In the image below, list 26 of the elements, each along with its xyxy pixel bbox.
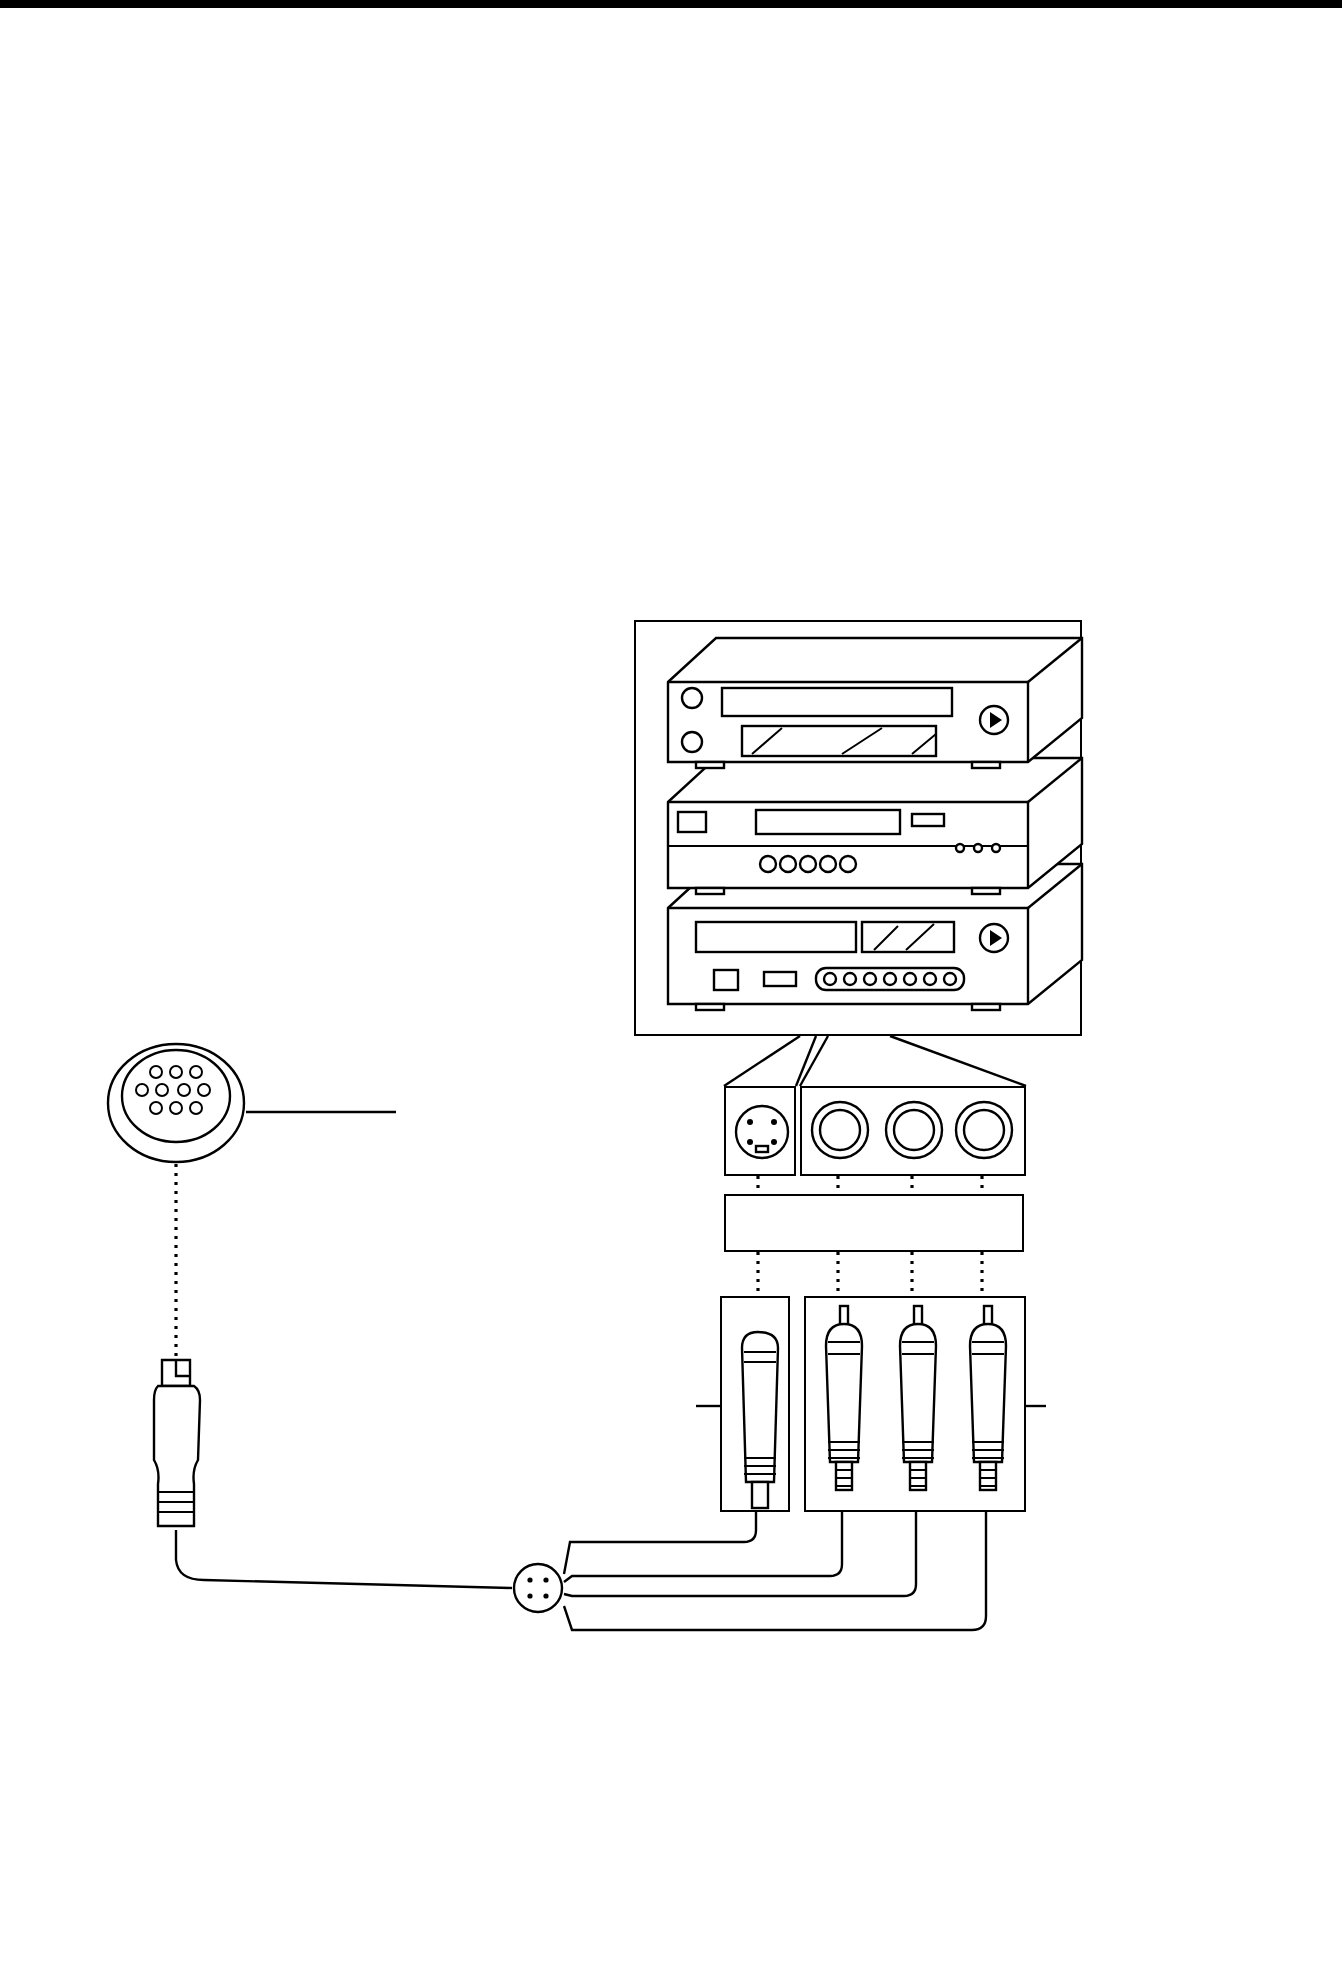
equipment-frame bbox=[634, 620, 1082, 1036]
dotted-guide-line bbox=[174, 1164, 178, 1358]
dotted-guide-line bbox=[836, 1252, 840, 1296]
av-plug bbox=[152, 1358, 204, 1530]
dotted-guide-line bbox=[910, 1252, 914, 1296]
cable bbox=[562, 1512, 758, 1575]
cable bbox=[174, 1530, 513, 1590]
leader-line bbox=[1026, 1404, 1046, 1408]
leader-line bbox=[246, 1110, 396, 1114]
socket-panel bbox=[724, 1086, 796, 1176]
callout-line bbox=[794, 1035, 818, 1087]
blank-label-strip bbox=[724, 1194, 1024, 1252]
callout-line bbox=[723, 1035, 801, 1087]
callout-line bbox=[798, 1035, 830, 1087]
plug-frame bbox=[804, 1296, 1026, 1512]
round-port bbox=[106, 1042, 246, 1164]
cable bbox=[562, 1512, 988, 1632]
dotted-guide-line bbox=[980, 1252, 984, 1296]
dotted-guide-line bbox=[756, 1252, 760, 1296]
socket-panel bbox=[800, 1086, 1026, 1176]
splitter-hub bbox=[512, 1562, 564, 1614]
cable bbox=[563, 1512, 918, 1598]
plug-frame bbox=[720, 1296, 790, 1512]
cable bbox=[563, 1512, 844, 1583]
leader-line bbox=[696, 1404, 720, 1408]
callout-line bbox=[889, 1034, 1027, 1088]
